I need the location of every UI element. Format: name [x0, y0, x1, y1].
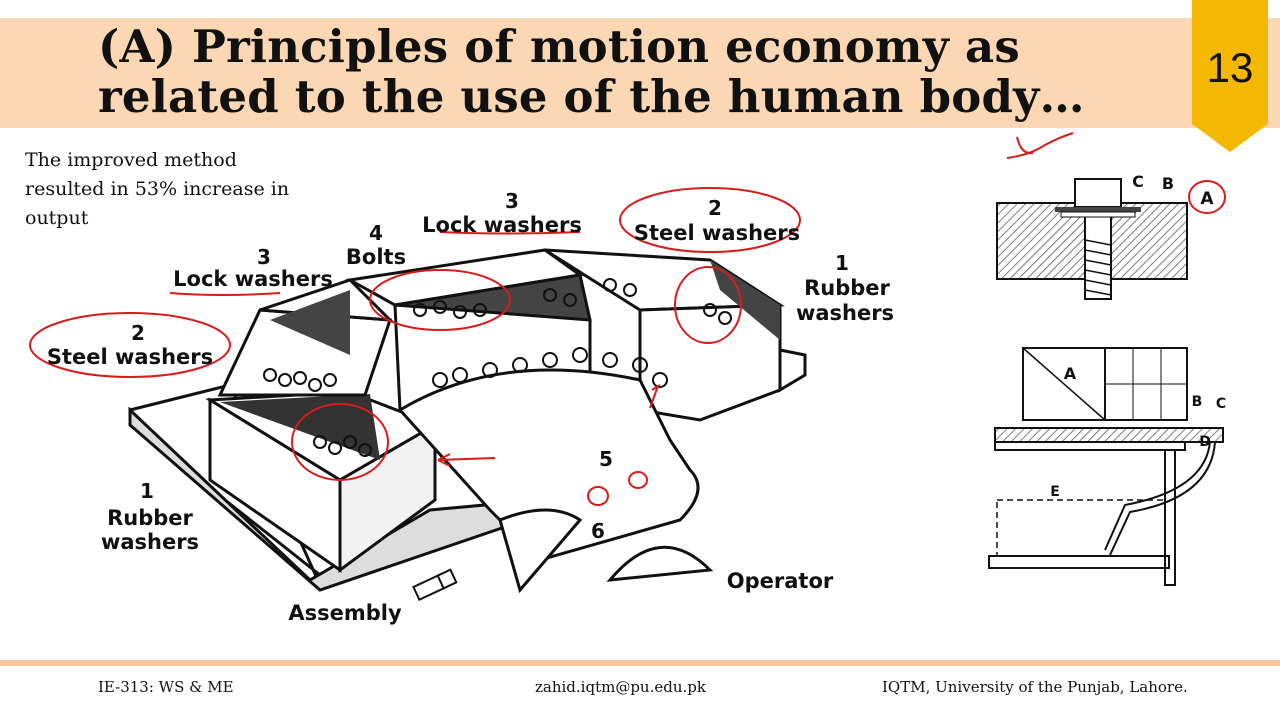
output-note: The improved method resulted in 53% incr…	[25, 149, 290, 229]
workplace-layout-diagram: 3 Lock washers 2 Steel washers 4 Bolts 3…	[29, 187, 894, 625]
footer-rule	[0, 660, 1280, 666]
label-rubber-washers-right-num: 1	[835, 251, 849, 275]
label-assembly: Assembly	[288, 601, 402, 625]
slide-number-badge	[1192, 0, 1268, 152]
label-steel-washers-top-num: 2	[708, 196, 722, 220]
fixture-label-c: C	[1216, 396, 1226, 412]
label-num-6: 6	[591, 519, 605, 543]
label-rubber-washers-left-line1: Rubber	[107, 506, 193, 530]
label-rubber-washers-right-line2: washers	[796, 301, 894, 325]
label-lock-washers-top: Lock washers	[422, 213, 582, 237]
title-band	[0, 18, 1280, 128]
fixture-section-figure: A B C D E	[988, 347, 1226, 586]
operator-outline	[606, 545, 714, 582]
fixture-label-b: B	[1192, 394, 1203, 410]
label-lock-washers-top-num: 3	[505, 189, 519, 213]
slide-number: 13	[1206, 44, 1254, 91]
fixture-label-a: A	[1064, 364, 1077, 383]
bolt-label-a: A	[1200, 189, 1214, 209]
label-lock-washers-left: Lock washers	[173, 267, 333, 291]
footer-course: IE-313: WS & ME	[98, 678, 234, 696]
bolt-label-b: B	[1162, 174, 1174, 193]
label-rubber-washers-right-line1: Rubber	[804, 276, 890, 300]
label-operator: Operator	[727, 569, 834, 593]
bolt-section-figure: C B A	[996, 132, 1226, 300]
fixture-chute	[498, 508, 583, 594]
red-annotations	[29, 187, 801, 506]
slide-title: (A) Principles of motion economy as rela…	[98, 20, 1085, 123]
label-rubber-washers-left-line2: washers	[101, 530, 199, 554]
label-rubber-washers-left-num: 1	[140, 479, 154, 503]
part-piles	[263, 278, 732, 457]
label-steel-washers-top: Steel washers	[634, 221, 800, 245]
footer-institute: IQTM, University of the Punjab, Lahore.	[882, 678, 1188, 696]
bolt-label-c: C	[1132, 172, 1144, 191]
assembly-part	[412, 568, 458, 602]
label-bolts: Bolts	[346, 245, 406, 269]
label-steel-washers-left-num: 2	[131, 321, 145, 345]
label-num-5: 5	[599, 447, 613, 471]
fixture-label-d: D	[1199, 434, 1211, 450]
fixture-label-e: E	[1050, 484, 1060, 500]
footer-email: zahid.iqtm@pu.edu.pk	[535, 678, 706, 696]
label-bolts-num: 4	[369, 221, 383, 245]
label-lock-washers-left-num: 3	[257, 245, 271, 269]
label-steel-washers-left: Steel washers	[47, 345, 213, 369]
